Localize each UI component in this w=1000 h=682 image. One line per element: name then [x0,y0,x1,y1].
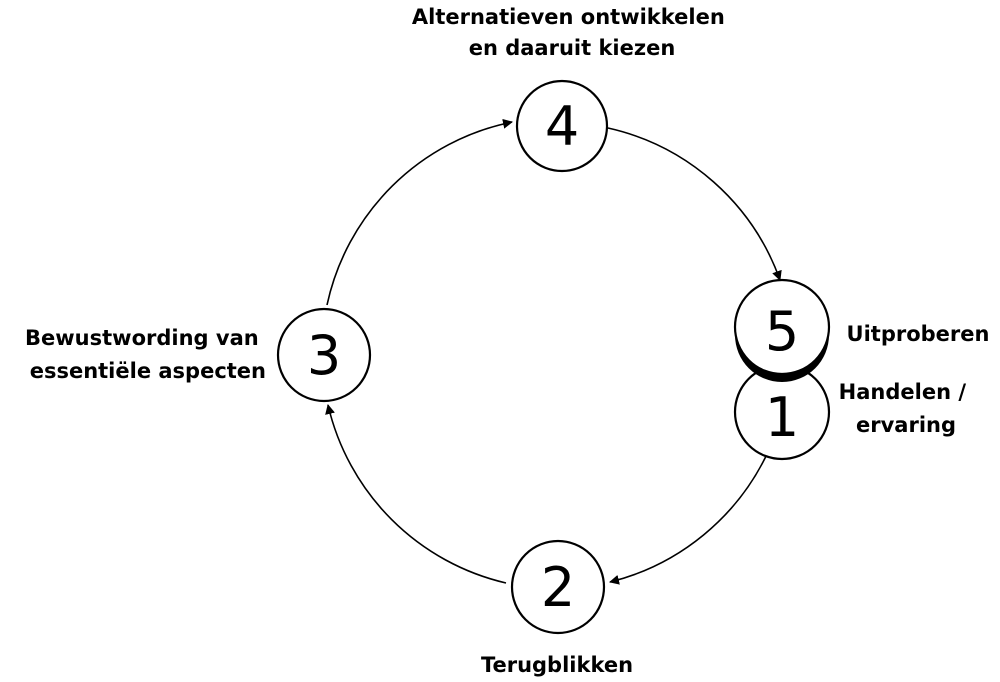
step-node-2: 2 [510,539,606,635]
step-node-1: 1 [733,363,831,461]
arrow-4-to-5 [607,127,782,281]
label-line: Bewustwording van [25,326,259,350]
step-number: 3 [307,324,341,387]
step-label-2: Terugblikken [481,653,633,677]
arrow-1-to-2 [609,451,769,585]
step-label-3: Bewustwording van essentiële aspecten [25,326,266,383]
label-line: Handelen / [839,380,967,404]
label-line: ervaring [856,413,956,437]
step-label-4: Alternatieven ontwikkelen en daaruit kie… [412,5,732,60]
label-line: essentiële aspecten [30,359,266,383]
step-number: 5 [765,300,799,363]
label-line: Uitproberen [847,322,990,346]
step-node-3: 3 [276,307,372,403]
step-label-1: Handelen / ervaring [839,380,974,437]
step-node-4: 4 [515,79,609,173]
step-number: 1 [765,386,799,449]
label-line: Alternatieven ontwikkelen [412,5,725,29]
arrow-2-to-3 [325,404,507,584]
label-line: Terugblikken [481,653,633,677]
label-line: en daaruit kiezen [469,36,676,60]
step-number: 2 [541,556,575,619]
step-node-5: 5 [733,278,831,382]
step-number: 4 [545,95,579,158]
arrow-3-to-4 [326,118,513,306]
step-label-5: Uitproberen [847,322,990,346]
